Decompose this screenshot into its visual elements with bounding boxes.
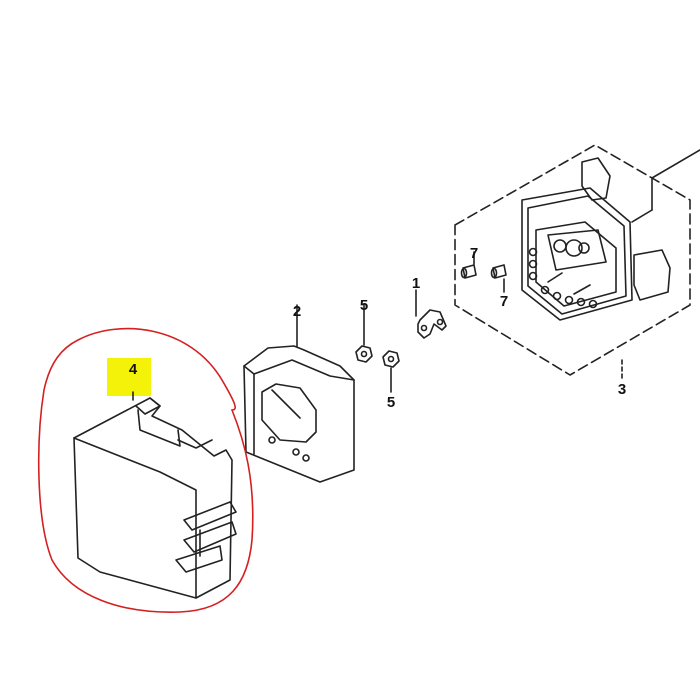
part-3-assembly-box [454, 144, 691, 376]
part-3-base [521, 157, 671, 321]
part-label-3: 3 [617, 381, 627, 398]
part-7-collars [460, 251, 507, 293]
part-4-cover [73, 391, 237, 599]
part-label-4: 4 [128, 361, 138, 378]
part-5-nuts [355, 304, 400, 393]
part-label-5-bottom: 5 [386, 394, 396, 411]
part-label-1: 1 [411, 275, 421, 292]
part-label-7-bottom: 7 [499, 293, 509, 310]
part-2-spacer [243, 304, 355, 483]
part-label-5-top: 5 [359, 297, 369, 314]
part-label-2: 2 [292, 303, 302, 320]
part-label-7-top: 7 [469, 245, 479, 262]
part-1-bracket [415, 289, 447, 339]
part-4-highlight [107, 358, 151, 396]
part-4-red-circle [37, 327, 254, 613]
